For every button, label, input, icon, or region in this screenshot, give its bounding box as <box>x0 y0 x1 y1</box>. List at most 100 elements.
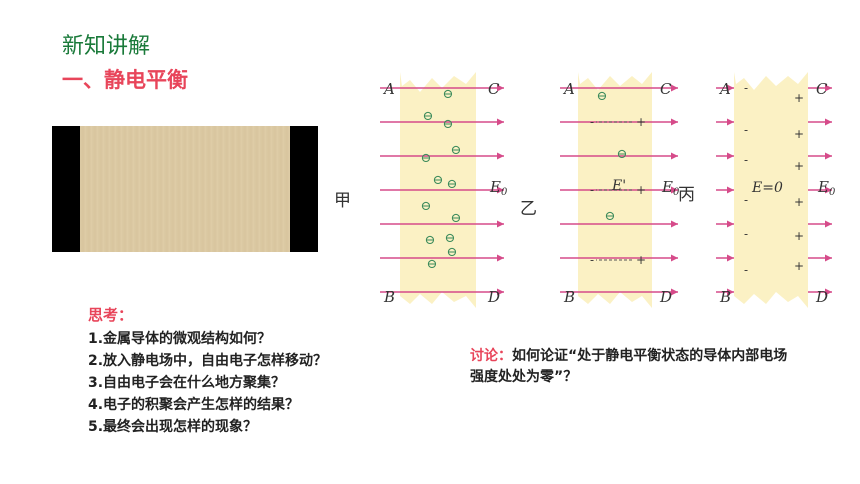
arrow-head <box>671 118 678 126</box>
minus-charge: - <box>744 263 748 277</box>
electron: ⊖ <box>597 89 608 104</box>
electron: ⊖ <box>605 209 616 224</box>
corner-D: D <box>487 288 500 306</box>
arrow-head <box>671 254 678 262</box>
electron: ⊖ <box>421 151 432 166</box>
diagram-label-bing: 丙 <box>678 185 695 205</box>
arrow-head <box>727 118 734 126</box>
arrow-head <box>825 288 832 296</box>
corner-C: C <box>816 80 828 98</box>
plus-charge: + <box>794 259 804 273</box>
arrow-head <box>727 220 734 228</box>
plus-charge: + <box>636 253 646 267</box>
field-label-E0: E0 <box>661 178 680 198</box>
corner-C: C <box>488 80 500 98</box>
electron: ⊖ <box>425 233 436 248</box>
electron: ⊖ <box>617 147 628 162</box>
plus-charge: + <box>794 91 804 105</box>
discussion-block: 讨论：如何论证“处于静电平衡状态的导体内部电场强度处处为零”？ <box>470 346 800 388</box>
induced-field-label: E' <box>611 178 626 194</box>
field-lines <box>560 84 678 296</box>
video-player[interactable] <box>52 126 318 252</box>
arrow-head <box>825 84 832 92</box>
minus-charge: - <box>590 183 594 197</box>
diagram-bing: ------++++++ E=0 A B C D E0 <box>716 72 836 308</box>
electron: ⊖ <box>451 143 462 158</box>
field-label-E0: E0 <box>489 178 508 198</box>
electron: ⊖ <box>423 109 434 124</box>
arrow-head <box>727 288 734 296</box>
corner-A: A <box>562 80 575 98</box>
plus-charge: + <box>794 159 804 173</box>
thinking-question-1: 1.金属导体的微观结构如何？ <box>88 331 272 347</box>
thinking-title: 思考： <box>88 306 134 324</box>
diagram-yi: - + - + - + ⊖ ⊖ ⊖ E' A B C D E0 <box>560 72 680 308</box>
arrow-head <box>727 84 734 92</box>
arrow-head <box>825 118 832 126</box>
electron: ⊖ <box>447 177 458 192</box>
thinking-question-2: 2.放入静电场中，自由电子怎样移动？ <box>88 353 328 369</box>
field-label-E0: E0 <box>817 178 836 198</box>
free-electrons: ⊖ ⊖ ⊖ <box>597 89 628 224</box>
electron: ⊖ <box>421 199 432 214</box>
arrow-head <box>671 152 678 160</box>
minus-charge: - <box>744 123 748 137</box>
zero-field-label: E=0 <box>751 180 783 196</box>
conductor-slab <box>734 72 808 308</box>
arrow-head <box>497 152 504 160</box>
discussion-label: 讨论： <box>470 348 512 364</box>
section-title: 新知讲解 <box>62 34 151 59</box>
electron: ⊖ <box>447 245 458 260</box>
minus-charge: - <box>590 115 594 129</box>
diagram-label-jia: 甲 <box>334 191 351 211</box>
video-frame-content <box>80 126 290 252</box>
thinking-question-4: 4.电子的积聚会产生怎样的结果？ <box>88 397 300 413</box>
arrow-head <box>671 186 678 194</box>
induced-field-lines: - + - + - + <box>590 115 646 267</box>
corner-D: D <box>659 288 672 306</box>
minus-charge: - <box>744 153 748 167</box>
arrow-head <box>671 220 678 228</box>
plus-charge: + <box>794 195 804 209</box>
arrow-head <box>671 84 678 92</box>
diagram-label-yi: 乙 <box>520 199 537 219</box>
corner-A: A <box>382 80 395 98</box>
minus-charge: - <box>744 81 748 95</box>
arrow-head <box>825 220 832 228</box>
electron: ⊖ <box>433 173 444 188</box>
minus-charge: - <box>744 193 748 207</box>
arrow-head <box>727 186 734 194</box>
corner-B: B <box>563 288 575 306</box>
arrow-head <box>497 288 504 296</box>
minus-charge: - <box>590 253 594 267</box>
surface-charges: ------++++++ <box>744 81 804 277</box>
arrow-head <box>497 84 504 92</box>
plus-charge: + <box>636 183 646 197</box>
arrow-head <box>497 118 504 126</box>
corner-D: D <box>815 288 828 306</box>
corner-B: B <box>719 288 731 306</box>
corner-A: A <box>718 80 731 98</box>
plus-charge: + <box>794 127 804 141</box>
corner-C: C <box>660 80 672 98</box>
electron: ⊖ <box>443 87 454 102</box>
electron: ⊖ <box>427 257 438 272</box>
plus-charge: + <box>636 115 646 129</box>
corner-B: B <box>383 288 395 306</box>
arrow-head <box>497 220 504 228</box>
field-lines <box>380 84 504 296</box>
arrow-head <box>825 152 832 160</box>
electron: ⊖ <box>451 211 462 226</box>
electron: ⊖ <box>443 117 454 132</box>
field-lines <box>716 84 832 296</box>
arrow-head <box>497 186 504 194</box>
thinking-question-3: 3.自由电子会在什么地方聚集？ <box>88 375 286 391</box>
thinking-question-5: 5.最终会出现怎样的现象？ <box>88 419 258 435</box>
arrow-head <box>727 152 734 160</box>
electron: ⊖ <box>445 231 456 246</box>
plus-charge: + <box>794 229 804 243</box>
discussion-text: 如何论证“处于静电平衡状态的导体内部电场强度处处为零”？ <box>470 348 788 385</box>
arrow-head <box>727 254 734 262</box>
subsection-title: 一、静电平衡 <box>62 68 188 92</box>
arrow-head <box>671 288 678 296</box>
